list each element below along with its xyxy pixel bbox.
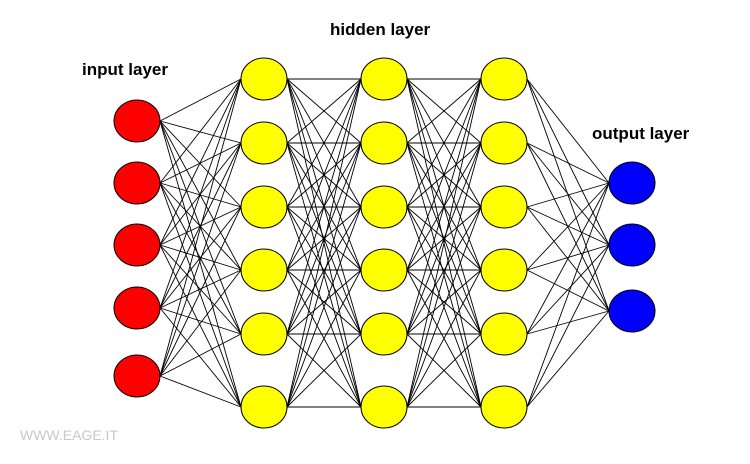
connection-line — [406, 269, 482, 335]
connection-line — [159, 307, 242, 335]
connection-line — [526, 244, 610, 335]
connection-line — [286, 78, 362, 144]
input-neuron — [113, 223, 161, 267]
connection-line — [159, 333, 242, 377]
connection-line — [159, 244, 242, 408]
connection-line — [406, 206, 482, 408]
connection-line — [526, 142, 610, 246]
connection-line — [159, 120, 242, 208]
output-neuron — [608, 289, 656, 333]
input-neuron — [113, 99, 161, 143]
connection-line — [526, 269, 610, 312]
connection-line — [526, 244, 610, 408]
connection-line — [159, 269, 242, 309]
connection-line — [406, 206, 482, 335]
connection-line — [159, 206, 242, 377]
connection-line — [286, 333, 362, 408]
connection-line — [159, 78, 242, 377]
connection-line — [406, 142, 482, 408]
hidden-neuron — [360, 312, 408, 356]
connection-line — [159, 78, 242, 122]
connection-line — [406, 78, 482, 335]
connection-line — [286, 206, 362, 335]
hidden-neuron — [240, 121, 288, 165]
output-layer-label: output layer — [592, 124, 690, 143]
hidden-neuron — [480, 121, 528, 165]
connection-line — [286, 78, 362, 408]
connection-line — [286, 269, 362, 408]
connection-line — [159, 307, 242, 408]
hidden-neuron — [240, 385, 288, 429]
hidden-neuron — [360, 185, 408, 229]
connection-line — [406, 78, 482, 271]
output-neuron — [608, 161, 656, 205]
connection-line — [406, 333, 482, 408]
connection-line — [159, 375, 242, 408]
hidden-neuron — [240, 248, 288, 292]
connection-line — [526, 142, 610, 184]
neurons — [113, 57, 656, 429]
hidden-neuron — [360, 121, 408, 165]
connection-line — [526, 182, 610, 271]
hidden-neuron — [480, 312, 528, 356]
connections — [159, 78, 610, 408]
hidden-neuron — [360, 248, 408, 292]
connection-line — [526, 182, 610, 408]
connection-line — [159, 206, 242, 309]
connection-line — [406, 78, 482, 208]
connection-line — [286, 206, 362, 408]
hidden-neuron — [480, 385, 528, 429]
connection-line — [406, 78, 482, 144]
input-layer-label: input layer — [82, 60, 168, 79]
connection-line — [406, 142, 482, 335]
input-neuron — [113, 354, 161, 398]
connection-line — [159, 120, 242, 408]
connection-line — [526, 310, 610, 335]
hidden-layer-label: hidden layer — [330, 20, 431, 39]
connection-line — [286, 78, 362, 335]
connection-line — [286, 269, 362, 335]
connection-line — [159, 182, 242, 208]
connection-line — [526, 182, 610, 208]
connection-line — [159, 120, 242, 144]
hidden-neuron — [480, 248, 528, 292]
connection-line — [159, 120, 242, 271]
connection-line — [159, 78, 242, 246]
connection-line — [406, 269, 482, 408]
connection-line — [526, 78, 610, 246]
connection-line — [159, 244, 242, 335]
hidden-neuron — [480, 57, 528, 101]
connection-line — [526, 78, 610, 184]
connection-line — [286, 78, 362, 271]
connection-line — [286, 142, 362, 408]
hidden-neuron — [360, 57, 408, 101]
hidden-neuron — [360, 385, 408, 429]
input-neuron — [113, 286, 161, 330]
connection-line — [526, 244, 610, 271]
hidden-neuron — [240, 57, 288, 101]
connection-line — [159, 142, 242, 309]
connection-line — [286, 78, 362, 208]
connection-line — [159, 78, 242, 309]
connection-line — [159, 182, 242, 408]
connection-line — [526, 182, 610, 335]
connection-line — [159, 269, 242, 377]
hidden-neuron — [240, 312, 288, 356]
connection-line — [526, 310, 610, 408]
connection-line — [159, 142, 242, 377]
connection-line — [406, 78, 482, 408]
hidden-neuron — [240, 185, 288, 229]
connection-line — [286, 142, 362, 335]
output-neuron — [608, 223, 656, 267]
input-neuron — [113, 161, 161, 205]
connection-line — [159, 78, 242, 184]
hidden-neuron — [480, 185, 528, 229]
watermark: WWW.EAGE.IT — [20, 427, 118, 443]
